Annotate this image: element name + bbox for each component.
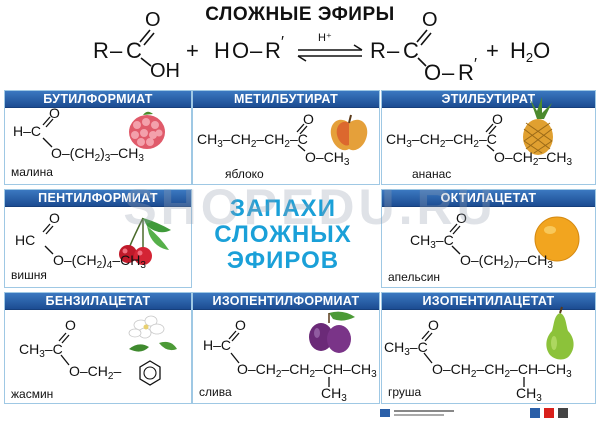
fruit-label: яблоко	[225, 167, 264, 181]
fruit-label: слива	[199, 385, 232, 399]
fruit-label: ананас	[412, 167, 452, 181]
acid-oh: OH	[150, 60, 180, 82]
fruit-label: вишня	[11, 268, 47, 282]
orange-icon	[534, 216, 580, 262]
plum-icon	[309, 311, 355, 353]
bonds	[42, 223, 54, 255]
ester-bonds	[416, 29, 432, 67]
fruit-label: апельсин	[388, 270, 441, 284]
card-pentyl-formate: ПЕНТИЛФОРМИАТ HC O O–(CH2)4–CH3 вишня	[4, 189, 192, 288]
card-title: БЕНЗИЛАЦЕТАТ	[5, 293, 191, 310]
card-methyl-butyrate: МЕТИЛБУТИРАТ CH3–CH2–CH2–C O O–CH3 яблок…	[192, 90, 380, 185]
bonds	[485, 123, 497, 152]
plus-2: +	[486, 38, 499, 63]
card-benzyl-acetate: БЕНЗИЛАЦЕТАТ CH3–C O O–CH2– жас	[4, 292, 192, 404]
acid-bonds	[139, 29, 155, 67]
pear-icon	[546, 306, 574, 360]
formula-benzyl-acetate: O–CH2–	[69, 363, 122, 382]
alcohol-h: H	[214, 38, 230, 63]
bonds	[449, 223, 461, 255]
equilibrium-arrow-icon	[297, 44, 363, 62]
cherry-icon	[119, 217, 171, 265]
plus-1: +	[186, 38, 199, 63]
formula-ethyl-butyrate: CH3–CH2–CH2–C	[386, 131, 497, 150]
water: H2O	[510, 38, 551, 65]
card-title: ЭТИЛБУТИРАТ	[382, 91, 595, 108]
formula-pentyl-formate: O–(CH2)4–CH3	[53, 252, 146, 271]
card-isopentyl-acetate: ИЗОПЕНТИЛАЦЕТАТ CH3–C O O–CH2–CH2–CH–CH3…	[381, 292, 596, 404]
ester-c: C	[403, 38, 419, 63]
footer-logos	[380, 408, 568, 418]
formula-octyl-acetate: O–(CH2)7–CH3	[460, 252, 553, 271]
formula-isopentyl-formate: O–CH2–CH2–CH–CH3	[237, 361, 377, 380]
card-ethyl-butyrate: ЭТИЛБУТИРАТ CH3–CH2–CH2–C O O–CH2–CH3 ан…	[381, 90, 596, 185]
pineapple-icon	[523, 97, 553, 155]
bonds	[296, 123, 308, 152]
page-title: СЛОЖНЫЕ ЭФИРЫ	[205, 4, 395, 25]
jasmine-icon	[128, 315, 177, 352]
card-butyl-formate: БУТИЛФОРМИАТ H–C O O–(CH2)3–CH3 малина	[4, 90, 192, 185]
alcohol-r: R	[265, 38, 281, 63]
fruit-label: груша	[388, 385, 422, 399]
bonds	[42, 116, 54, 148]
benzene-ring-icon	[58, 332, 161, 386]
card-title: ИЗОПЕНТИЛФОРМИАТ	[193, 293, 379, 310]
watermark: SHOPEDU.RU	[123, 179, 497, 235]
fruit-label: малина	[11, 165, 53, 179]
card-octyl-acetate: ОКТИЛАЦЕТАТ CH3–C O O–(CH2)7–CH3 апельси…	[381, 189, 596, 288]
card-title: БУТИЛФОРМИАТ	[5, 91, 191, 108]
card-title: ИЗОПЕНТИЛАЦЕТАТ	[382, 293, 595, 310]
ester-r2: R	[458, 60, 474, 85]
acid-o: O	[145, 9, 161, 31]
card-title: ПЕНТИЛФОРМИАТ	[5, 190, 191, 207]
formula-isopentyl-acetate: O–CH2–CH2–CH–CH3	[432, 361, 572, 380]
card-isopentyl-formate: ИЗОПЕНТИЛФОРМИАТ H–C O O–CH2–CH2–CH–CH3 …	[192, 292, 380, 404]
card-title: ОКТИЛАЦЕТАТ	[382, 190, 595, 207]
center-caption: ЗАПАХИ СЛОЖНЫХ ЭФИРОВ	[214, 195, 352, 274]
acid-r: R	[93, 38, 109, 63]
formula-butyl-formate: O–(CH2)3–CH3	[51, 145, 144, 164]
fruit-label: жасмин	[11, 387, 54, 401]
ester-o: O	[424, 60, 442, 85]
acid-c: C	[126, 38, 142, 63]
raspberry-icon	[129, 111, 165, 149]
bonds	[228, 330, 330, 387]
alcohol-o: O	[232, 38, 250, 63]
apple-icon	[330, 114, 368, 151]
formula-methyl-butyrate: CH3–CH2–CH2–C	[197, 131, 308, 150]
bonds	[421, 330, 525, 387]
card-title: МЕТИЛБУТИРАТ	[193, 91, 379, 108]
catalyst-label: H⁺	[318, 32, 332, 44]
ester-r: R	[370, 38, 386, 63]
